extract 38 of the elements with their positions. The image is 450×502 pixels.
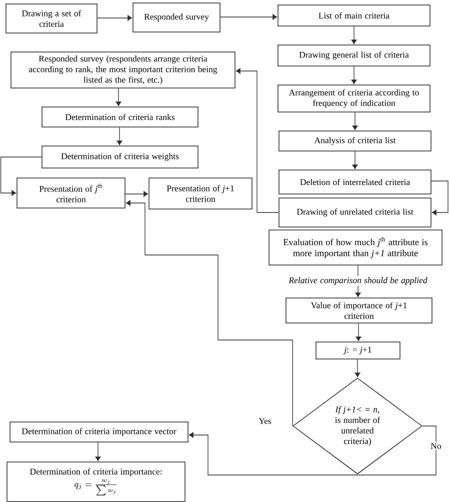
arrow: [352, 112, 358, 130]
arrow: [97, 15, 132, 21]
arrow: [354, 359, 360, 378]
arrow: [116, 127, 122, 146]
arrow: [351, 26, 357, 44]
process-box: Deletion of interrelated criteria: [278, 170, 432, 194]
process-box: Drawing of unrelated criteria list: [278, 198, 432, 228]
process-box: j: = j+1: [316, 342, 400, 360]
process-box: Responded survey (respondents arrange criteria according to rank, the most important criterion being listed as the first, etc.): [10, 52, 236, 88]
arrow: [352, 151, 358, 170]
arrow: [126, 200, 293, 426]
arrow: [356, 323, 362, 342]
process-box: Drawing general list of criteria: [278, 44, 430, 66]
process-box: Presentation of j$^{th}$ criterion: [16, 178, 126, 208]
arrow: [0, 156, 42, 196]
arrow: [188, 426, 436, 476]
process-box: Determination of criteria ranks: [42, 106, 198, 128]
process-box: Responded survey: [132, 2, 220, 32]
arrow: [431, 180, 448, 216]
arrow: [116, 88, 122, 106]
edge-label: Yes: [258, 417, 272, 425]
process-box: Determination of criteria importance: $q_{j} = \frac{w_{j}}{\sum w_{j}}$: [6, 462, 186, 502]
process-box: Arrangement of criteria according to frequency of indication: [278, 84, 430, 112]
process-box: Determination of criteria importance vector: [10, 422, 188, 442]
arrow: [236, 68, 279, 213]
arrow: [351, 66, 357, 84]
process-box: Evaluation of how much j$^{th}$ attribute is more important than j+1 attribute: [268, 230, 442, 266]
arrow: [125, 191, 148, 197]
process-box: Analysis of criteria list: [278, 130, 432, 152]
process-box: Presentation of j+1 criterion: [148, 178, 252, 210]
process-box: Value of importance of j+1 criterion: [286, 298, 432, 324]
arrow: [95, 442, 101, 462]
edge-label: No: [430, 442, 442, 450]
process-box: Drawing a set of criteria: [6, 4, 98, 34]
process-box: List of main criteria: [278, 4, 430, 26]
process-box: Determination of criteria weights: [42, 146, 198, 168]
arrow: [220, 14, 278, 20]
edge-label: Relative comparison should be applied: [288, 276, 428, 286]
